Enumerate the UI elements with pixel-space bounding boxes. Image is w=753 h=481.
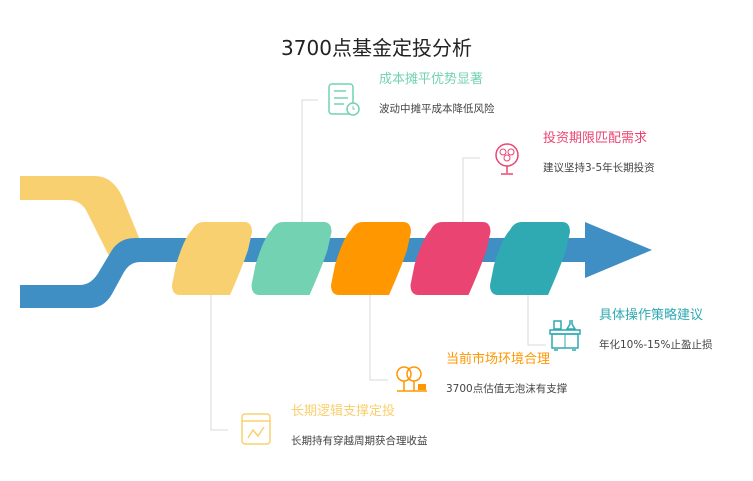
step-heading: 成本摊平优势显著 xyxy=(379,72,484,87)
money-tree-icon xyxy=(492,142,522,180)
ribbon-segment-5 xyxy=(490,222,570,295)
cabinet-icon xyxy=(548,318,582,356)
step-5: 具体操作策略建议 年化10%-15%止盈止损 xyxy=(599,304,712,352)
blue-incoming-band xyxy=(20,222,652,308)
connector-line-1 xyxy=(210,295,228,431)
connector-line-3 xyxy=(369,295,388,381)
connector-line-2 xyxy=(301,99,318,222)
step-2: 成本摊平优势显著 波动中摊平成本降低风险 xyxy=(379,68,495,116)
step-description: 年化10%-15%止盈止损 xyxy=(599,339,713,351)
ribbon-segment-2 xyxy=(251,222,332,295)
step-description: 波动中摊平成本降低风险 xyxy=(379,103,495,115)
ribbon-segment-1 xyxy=(172,222,252,295)
step-4: 投资期限匹配需求 建议坚持3-5年长期投资 xyxy=(543,127,655,175)
step-1: 长期逻辑支撑定投 长期持有穿越周期获合理收益 xyxy=(291,400,428,448)
connector-line-4 xyxy=(462,157,480,222)
step-heading: 长期逻辑支撑定投 xyxy=(291,404,396,419)
trees-icon xyxy=(394,364,430,398)
step-3: 当前市场环境合理 3700点估值无泡沫有支撑 xyxy=(446,348,567,396)
page-title: 3700点基金定投分析 xyxy=(281,36,472,60)
connector-line-5 xyxy=(527,295,546,346)
step-heading: 具体操作策略建议 xyxy=(599,308,704,323)
step-heading: 当前市场环境合理 xyxy=(446,352,551,367)
ribbon-segment-3 xyxy=(331,222,411,295)
step-heading: 投资期限匹配需求 xyxy=(543,131,648,146)
step-description: 建议坚持3-5年长期投资 xyxy=(543,162,655,174)
ribbon-segment-4 xyxy=(410,222,491,295)
document-clock-icon xyxy=(326,82,360,122)
calendar-chart-icon xyxy=(240,412,272,450)
step-description: 3700点估值无泡沫有支撑 xyxy=(446,383,568,395)
step-description: 长期持有穿越周期获合理收益 xyxy=(291,435,428,447)
